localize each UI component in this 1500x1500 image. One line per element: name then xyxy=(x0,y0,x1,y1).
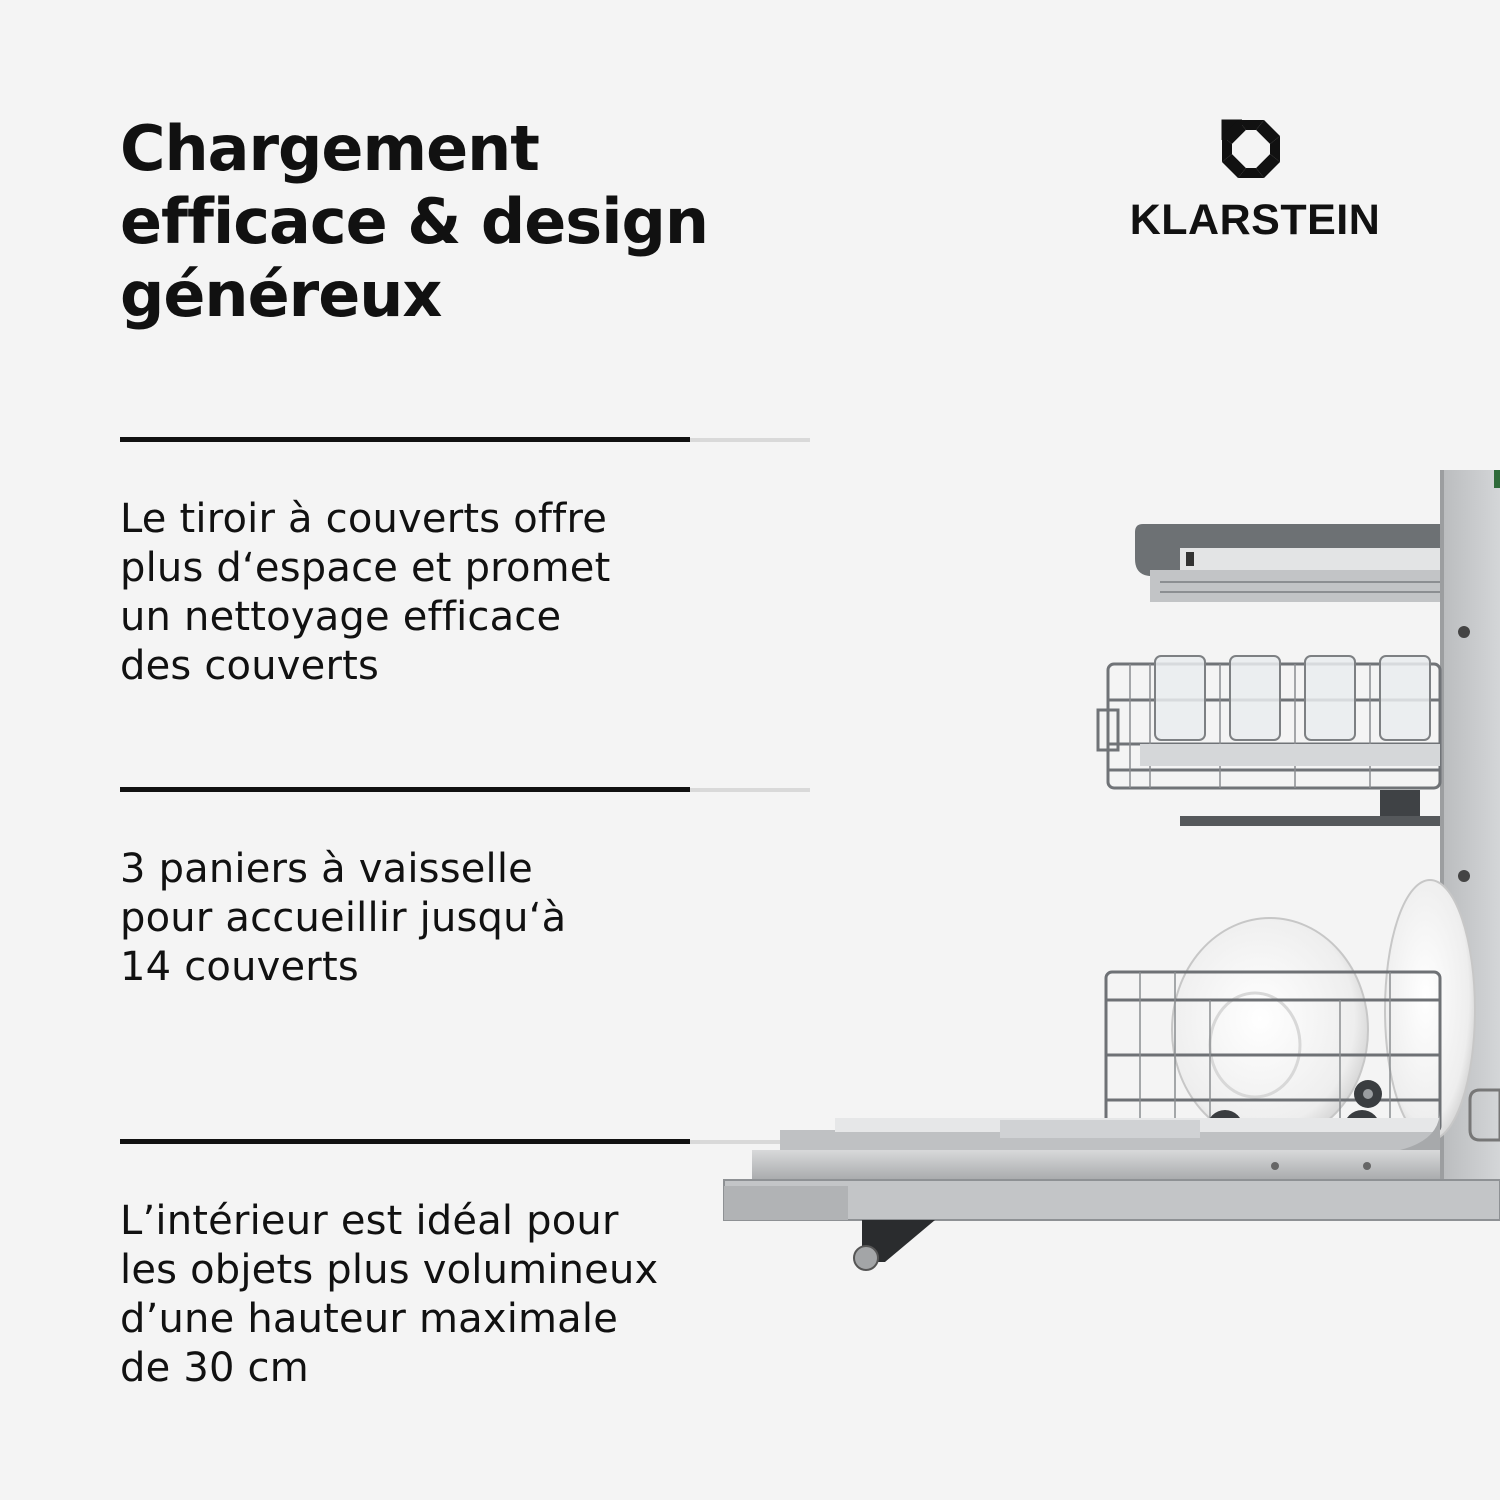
divider-accent xyxy=(120,437,690,442)
feature-text: L’intérieur est idéal pour les objets pl… xyxy=(120,1197,810,1393)
feature-divider xyxy=(120,1139,810,1145)
feature-line: 14 couverts xyxy=(120,944,359,990)
divider-accent xyxy=(120,787,690,792)
headline: Chargement efficace & design généreux xyxy=(120,112,760,331)
feature-line: plus d‘espace et promet xyxy=(120,545,611,591)
feature-text: Le tiroir à couverts offre plus d‘espace… xyxy=(120,495,810,691)
feature-line: L’intérieur est idéal pour xyxy=(120,1198,619,1244)
feature-line: Le tiroir à couverts offre xyxy=(120,496,608,542)
feature-divider xyxy=(120,787,810,793)
feature-line: 3 paniers à vaisselle xyxy=(120,846,533,892)
feature-divider xyxy=(120,437,810,443)
feature-text: 3 paniers à vaisselle pour accueillir ju… xyxy=(120,845,810,992)
feature-line: des couverts xyxy=(120,643,380,689)
dishwasher-product-image xyxy=(723,470,1500,1271)
klarstein-diamond-logo-icon xyxy=(1221,119,1280,178)
lower-basket xyxy=(1104,879,1476,1146)
dishwasher-door-open xyxy=(723,1110,1500,1221)
glasses xyxy=(1154,655,1431,741)
divider-accent xyxy=(120,1139,690,1144)
cutlery-drawer xyxy=(1135,524,1440,602)
feature-three-baskets: 3 paniers à vaisselle pour accueillir ju… xyxy=(120,787,810,992)
door-support-arm xyxy=(853,1220,935,1271)
feature-large-interior: L’intérieur est idéal pour les objets pl… xyxy=(120,1139,810,1393)
feature-line: les objets plus volumineux xyxy=(120,1247,659,1293)
brand-logo: KLARSTEIN xyxy=(1120,118,1390,248)
feature-line: de 30 cm xyxy=(120,1345,309,1391)
upper-basket xyxy=(1096,655,1442,826)
feature-line: un nettoyage efficace xyxy=(120,594,562,640)
feature-line: pour accueillir jusqu‘à xyxy=(120,895,567,941)
headline-line-3: généreux xyxy=(120,258,442,331)
feature-cutlery-drawer: Le tiroir à couverts offre plus d‘espace… xyxy=(120,437,810,691)
headline-line-2: efficace & design xyxy=(120,185,709,258)
feature-line: d’une hauteur maximale xyxy=(120,1296,619,1342)
brand-name: KLARSTEIN xyxy=(1129,196,1381,244)
headline-line-1: Chargement xyxy=(120,112,540,185)
